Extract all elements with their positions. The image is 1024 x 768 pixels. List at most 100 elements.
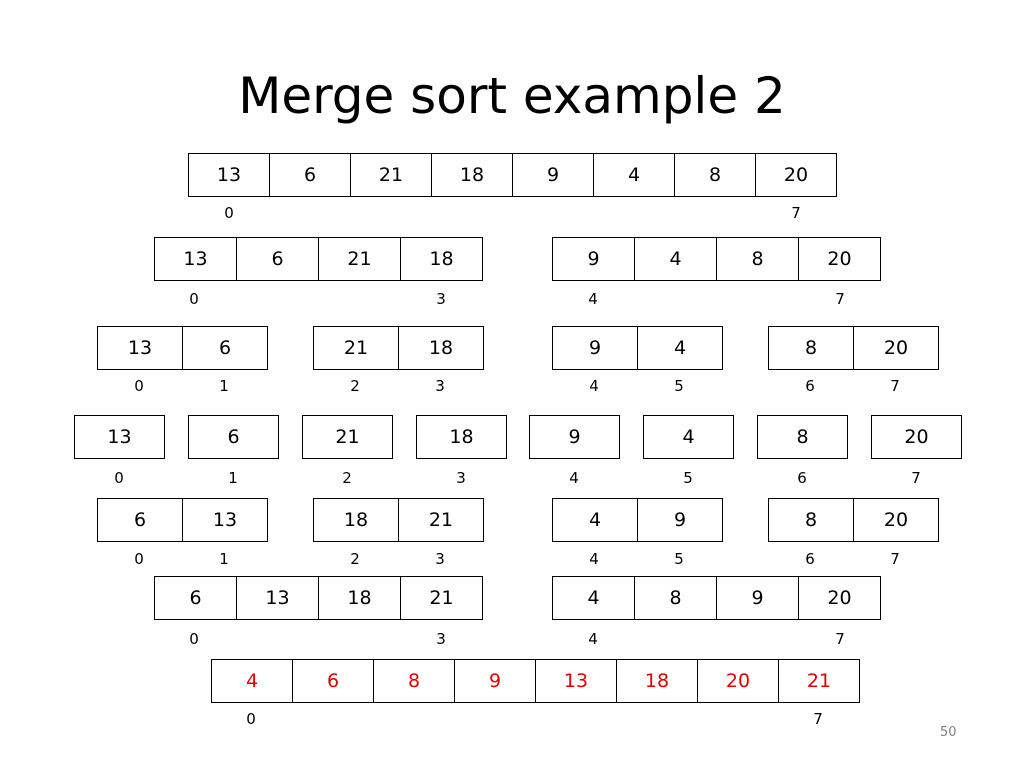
array-cell: 6: [155, 577, 237, 619]
index-label: 7: [911, 469, 921, 487]
array-cell: 4: [638, 327, 723, 369]
index-label: 7: [791, 204, 801, 222]
array-cell: 4: [553, 499, 638, 541]
array-cell: 21: [319, 238, 401, 280]
array-cell: 8: [717, 238, 799, 280]
array-cell: 20: [799, 577, 881, 619]
index-label: 3: [436, 630, 446, 648]
index-label: 2: [342, 469, 352, 487]
slide-title: Merge sort example 2: [238, 67, 786, 125]
array-box: 4: [643, 415, 734, 459]
page-number: 50: [940, 725, 957, 740]
index-label: 6: [805, 550, 815, 568]
array-box: 13: [74, 415, 165, 459]
array-cell: 9: [717, 577, 799, 619]
array-cell: 4: [212, 660, 293, 702]
array-cell: 20: [799, 238, 881, 280]
array-box: 9: [529, 415, 620, 459]
index-label: 0: [134, 377, 144, 395]
array-cell: 18: [417, 416, 507, 458]
array-cell: 13: [75, 416, 165, 458]
index-label: 7: [813, 710, 823, 728]
array-cell: 6: [237, 238, 319, 280]
index-label: 3: [435, 377, 445, 395]
array-cell: 4: [594, 154, 675, 196]
index-label: 1: [219, 550, 229, 568]
index-label: 4: [569, 469, 579, 487]
index-label: 1: [228, 469, 238, 487]
index-label: 5: [674, 377, 684, 395]
index-label: 7: [835, 630, 845, 648]
index-label: 0: [134, 550, 144, 568]
index-label: 1: [219, 377, 229, 395]
array-box: 21: [302, 415, 393, 459]
index-label: 2: [350, 377, 360, 395]
array-cell: 9: [530, 416, 620, 458]
array-cell: 8: [374, 660, 455, 702]
array-cell: 13: [155, 238, 237, 280]
array-cell: 9: [455, 660, 536, 702]
index-label: 0: [224, 204, 234, 222]
array-cell: 4: [553, 577, 635, 619]
array-cell: 21: [779, 660, 860, 702]
index-label: 3: [436, 290, 446, 308]
index-label: 5: [674, 550, 684, 568]
array-cell: 9: [513, 154, 594, 196]
array-cell: 4: [644, 416, 734, 458]
array-cell: 21: [351, 154, 432, 196]
index-label: 4: [588, 290, 598, 308]
array-cell: 20: [756, 154, 837, 196]
array-cell: 8: [758, 416, 848, 458]
array-cell: 21: [399, 499, 484, 541]
index-label: 4: [589, 377, 599, 395]
array-cell: 9: [553, 327, 638, 369]
array-cell: 21: [303, 416, 393, 458]
array-cell: 13: [189, 154, 270, 196]
array-cell: 6: [183, 327, 268, 369]
array-box: 20: [871, 415, 962, 459]
array-cell: 8: [769, 499, 854, 541]
array-cell: 21: [314, 327, 399, 369]
array-cell: 6: [270, 154, 351, 196]
index-label: 5: [683, 469, 693, 487]
index-label: 0: [189, 630, 199, 648]
array-cell: 6: [98, 499, 183, 541]
index-label: 7: [835, 290, 845, 308]
array-cell: 13: [98, 327, 183, 369]
array-cell: 9: [638, 499, 723, 541]
array-box: 18: [416, 415, 507, 459]
index-label: 3: [435, 550, 445, 568]
index-label: 4: [588, 630, 598, 648]
array-cell: 8: [769, 327, 854, 369]
array-cell: 18: [432, 154, 513, 196]
index-label: 0: [114, 469, 124, 487]
array-box: 6: [188, 415, 279, 459]
index-label: 6: [805, 377, 815, 395]
index-label: 4: [589, 550, 599, 568]
array-cell: 9: [553, 238, 635, 280]
index-label: 0: [189, 290, 199, 308]
array-cell: 21: [401, 577, 483, 619]
array-cell: 18: [399, 327, 484, 369]
array-cell: 13: [536, 660, 617, 702]
index-label: 2: [350, 550, 360, 568]
array-cell: 18: [401, 238, 483, 280]
array-cell: 6: [293, 660, 374, 702]
array-cell: 8: [635, 577, 717, 619]
array-cell: 6: [189, 416, 279, 458]
index-label: 0: [246, 710, 256, 728]
array-cell: 20: [872, 416, 962, 458]
